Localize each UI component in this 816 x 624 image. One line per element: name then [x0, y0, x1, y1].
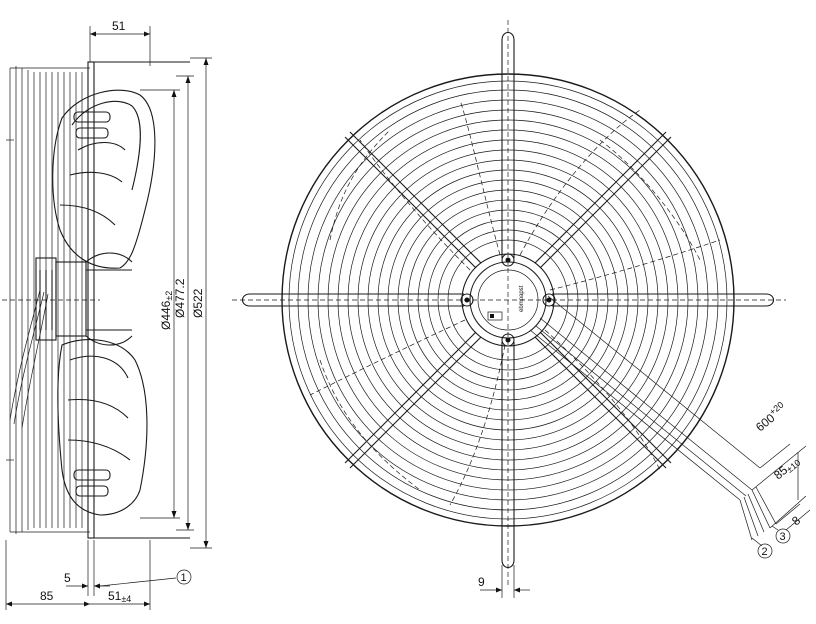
front-hub: ebmpapst — [460, 253, 556, 347]
callout-3-label: 3 — [780, 531, 786, 543]
dim-85-label: 85 — [40, 589, 54, 603]
dim-5: 5 — [64, 540, 110, 596]
dim-5-label: 5 — [64, 571, 71, 585]
dim-522: Ø522 — [190, 57, 212, 549]
dim-477-label: Ø477.2 — [173, 278, 187, 318]
side-lower-blade — [57, 339, 148, 516]
callout-1: 1 — [99, 569, 192, 587]
dim-477: Ø477.2 — [173, 75, 194, 531]
front-centerlines — [232, 20, 786, 585]
dim-51-top: 51 — [89, 19, 151, 66]
callout-3: 3 — [771, 525, 791, 544]
callout-2: 2 — [751, 537, 773, 559]
svg-text:Ø446±2: Ø446±2 — [159, 291, 174, 330]
side-cables — [9, 289, 49, 429]
callout-1-label: 1 — [181, 572, 187, 584]
dim-446-label: Ø446 — [159, 300, 173, 330]
dim-85: 85 — [5, 540, 90, 610]
svg-text:51±4: 51±4 — [108, 589, 131, 604]
side-motor-hub — [35, 252, 133, 346]
guard-struts — [344, 131, 672, 469]
hub-brand-label: ebmpapst — [519, 285, 525, 312]
dim-522-label: Ø522 — [191, 288, 205, 318]
dim-9: 9 — [478, 565, 530, 598]
side-view: 51 Ø446±2 Ø477.2 Ø522 — [2, 19, 212, 610]
dim-51-top-label: 51 — [112, 19, 126, 33]
dim-446-tol: ±2 — [164, 291, 174, 301]
front-view: ebmpapst 9 600+20 — [232, 20, 811, 598]
svg-text:600+20: 600+20 — [752, 400, 790, 435]
dim-51-bottom: 51±4 — [90, 540, 151, 610]
dim-9-label: 9 — [478, 575, 485, 589]
dim-446: Ø446±2 — [140, 89, 180, 519]
dim-85-cable: 85±10 — [751, 445, 807, 529]
front-cable — [529, 317, 777, 541]
callout-2-label: 2 — [762, 546, 768, 558]
dim-51-bottom-label: 51 — [108, 589, 122, 603]
side-upper-blade — [52, 89, 156, 269]
fan-blades-hidden — [309, 99, 721, 506]
dim-51-bottom-tol: ±4 — [121, 594, 131, 604]
